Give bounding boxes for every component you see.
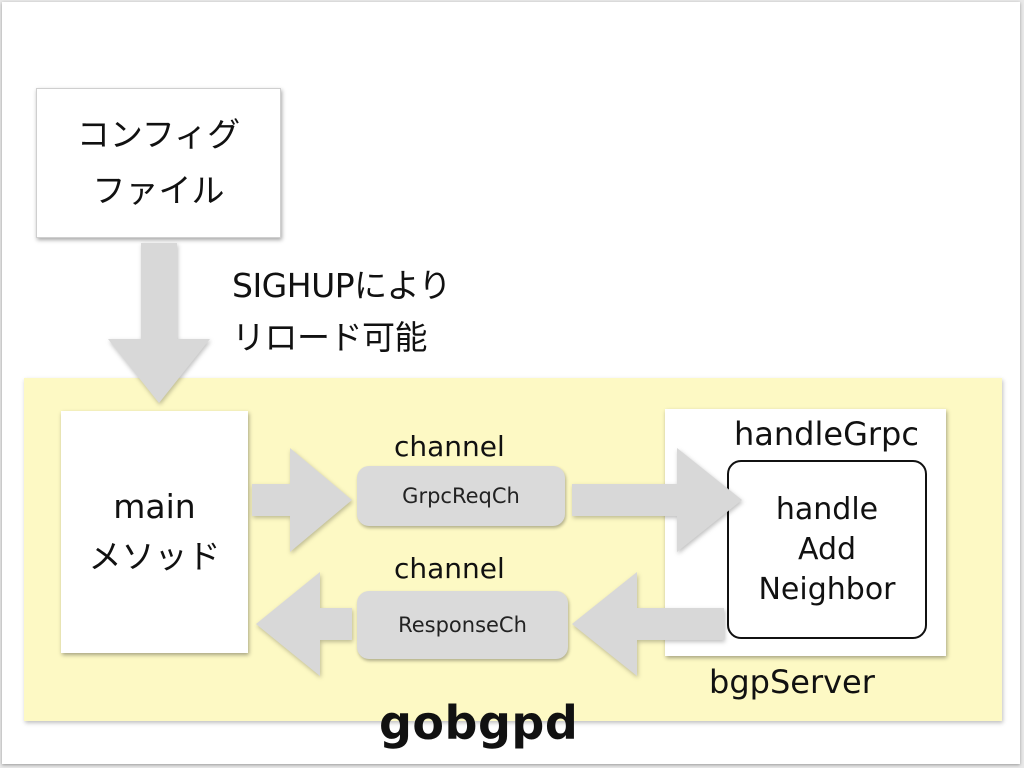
handle-add-neighbor-line1: handle <box>775 491 879 527</box>
bgp-server-label: bgpServer <box>709 663 875 701</box>
handler-to-response-channel-arrow <box>572 572 724 676</box>
main-method-box: main メソッド <box>61 411 248 653</box>
handle-grpc-label: handleGrpc <box>734 415 919 453</box>
config-file-label-line1: コンフィグ <box>76 115 241 154</box>
request-channel-pill: GrpcReqCh <box>357 466 565 526</box>
response-channel-pill: ResponseCh <box>357 591 568 659</box>
reload-note-line1: SIGHUPにより <box>232 266 451 305</box>
main-method-label-line1: main <box>113 487 196 526</box>
main-method-label-line2: メソッド <box>88 537 221 576</box>
handle-add-neighbor-box: handle Add Neighbor <box>727 460 927 639</box>
reload-note-line2: リロード可能 <box>232 318 427 357</box>
config-to-main-arrow <box>108 243 210 403</box>
handle-add-neighbor-line3: Neighbor <box>758 571 896 607</box>
request-channel-to-handler-arrow <box>572 448 742 552</box>
handle-add-neighbor-line2: Add <box>797 531 857 567</box>
response-channel-label: channel <box>394 552 505 585</box>
response-channel-to-main-arrow <box>256 572 352 676</box>
reload-note: SIGHUPにより リロード可能 <box>232 260 451 364</box>
main-to-request-channel-arrow <box>252 448 352 552</box>
config-file-label-line2: ファイル <box>92 171 225 210</box>
config-file-box: コンフィグ ファイル <box>36 88 281 238</box>
request-channel-label: channel <box>394 430 505 463</box>
gobgpd-label: gobgpd <box>379 696 579 750</box>
